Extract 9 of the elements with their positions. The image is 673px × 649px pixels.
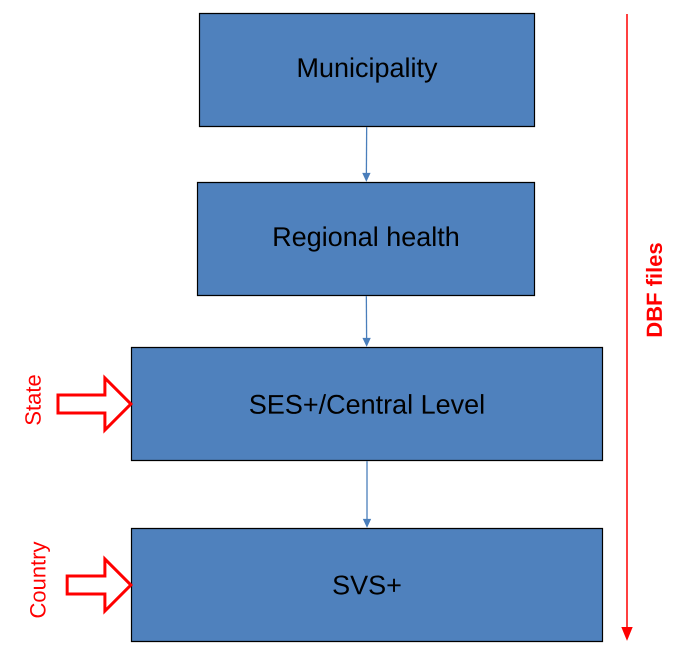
block-arrow xyxy=(56,374,134,434)
axis-label: DBF files xyxy=(646,243,662,336)
process-box: SES+/Central Level xyxy=(130,346,604,462)
side-label: Country xyxy=(30,542,50,618)
block-arrow xyxy=(66,555,134,615)
process-box: Regional health xyxy=(196,182,536,296)
side-label: State xyxy=(25,375,41,425)
process-box: SVS+ xyxy=(130,528,604,642)
process-box: Municipality xyxy=(198,12,536,128)
